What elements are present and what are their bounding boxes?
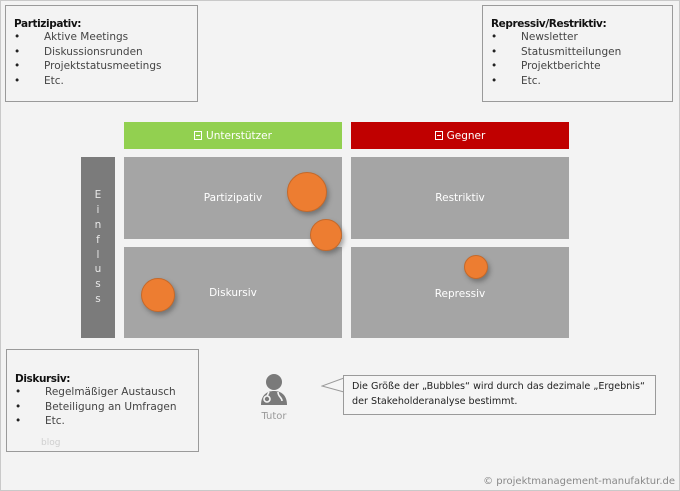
quadrant-label: Repressiv [434,287,486,300]
axis-letter: l [96,248,100,261]
list-item: Statusmitteilungen [491,45,664,60]
note-repressiv-restriktiv: Repressiv/Restriktiv: Newsletter Statusm… [482,5,673,102]
list-item: Aktive Meetings [14,30,189,45]
axis-letter: s [95,292,101,305]
list-item: Etc. [15,414,190,429]
axis-letter: s [95,278,101,291]
column-header-unterstuetzer: Unterstützer [124,122,342,149]
axis-letter: i [96,204,100,217]
axis-letter: u [94,263,102,276]
note-title: Diskursiv: [15,373,71,385]
doctor-avatar-icon [261,374,287,405]
list-item: Etc. [491,74,664,89]
speech-bubble-tail [321,377,345,393]
note-title: Repressiv/Restriktiv: [491,18,607,30]
note-list: Newsletter Statusmitteilungen Projektber… [491,30,664,88]
box-icon [194,131,203,140]
axis-letter: f [96,233,100,246]
tutor-label: Tutor [261,411,287,422]
tutor: Tutor [253,373,295,422]
column-header-label: Gegner [446,129,486,142]
list-item: Regelmäßiger Austausch [15,385,190,400]
quadrant-label: Restriktiv [435,192,485,204]
note-list: Aktive Meetings Diskussionsrunden Projek… [14,30,189,88]
quadrant-repressiv: Repressiv [351,247,569,338]
list-item: Newsletter [491,30,664,45]
quadrant-restriktiv: Restriktiv [351,157,569,239]
copyright: © projektmanagement-manufaktur.de [483,476,675,487]
list-item: Projektberichte [491,59,664,74]
note-partizipativ: Partizipativ: Aktive Meetings Diskussion… [5,5,198,102]
stakeholder-bubble [310,219,342,251]
list-item: Etc. [14,74,189,89]
axis-letter: E [94,189,102,202]
stakeholder-bubble [464,255,488,279]
list-item: Diskussionsrunden [14,45,189,60]
list-item: Projektstatusmeetings [14,59,189,74]
quadrant-label: Diskursiv [209,286,257,299]
note-title: Partizipativ: [14,18,82,30]
axis-letter: n [94,218,102,231]
note-list: Regelmäßiger Austausch Beteiligung an Um… [15,385,190,429]
note-diskursiv: Diskursiv: Regelmäßiger Austausch Beteil… [6,349,199,452]
tutor-speech-bubble: Die Größe der „Bubbles“ wird durch das d… [343,375,656,415]
box-icon [434,131,443,140]
stakeholder-bubble [287,172,327,212]
quadrant-label: Partizipativ [203,192,263,204]
column-header-label: Unterstützer [206,129,272,142]
row-axis-einfluss: E i n f l u s s [81,157,115,338]
stakeholder-bubble [141,278,175,312]
faint-watermark-text: blog [41,438,61,448]
tutor-message: Die Größe der „Bubbles“ wird durch das d… [352,381,645,407]
column-header-gegner: Gegner [351,122,569,149]
list-item: Beteiligung an Umfragen [15,400,190,415]
